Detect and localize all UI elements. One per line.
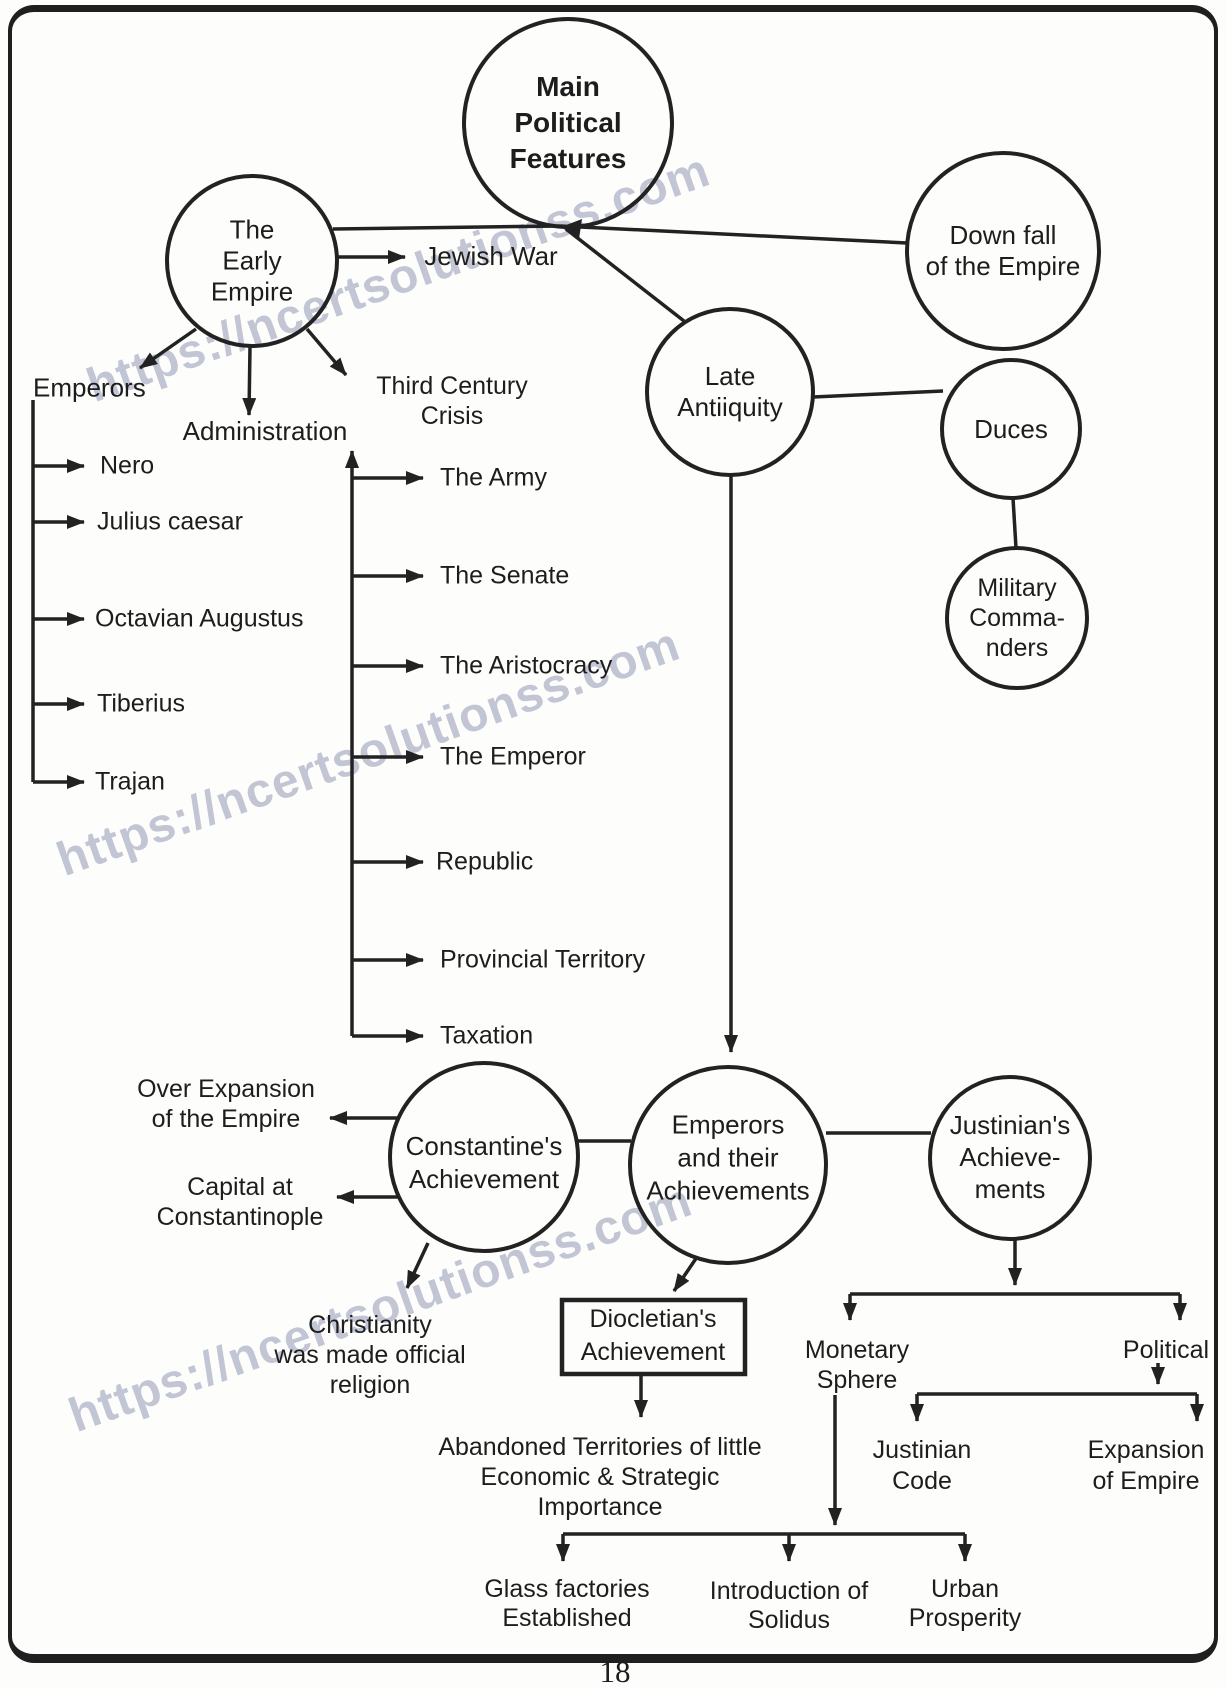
node-constantine: Constantine's Achievement <box>405 1131 563 1194</box>
edge-early-to-main <box>332 224 561 231</box>
early-empire-circle <box>165 174 339 348</box>
list-item-emperor: Julius caesar <box>97 507 243 536</box>
list-item-administration: Republic <box>436 847 534 876</box>
page-border-frame <box>8 5 1218 1663</box>
node-outlines <box>165 17 1101 1377</box>
label-administration: Administration <box>182 416 348 446</box>
label-christianity: Christianity was made official religion <box>274 1311 466 1399</box>
arrow-to-diocletian-box <box>672 1256 699 1292</box>
label-monetary-sphere: Monetary Sphere <box>804 1336 910 1394</box>
military-commanders-circle <box>945 546 1089 690</box>
duces-circle <box>940 358 1082 500</box>
edge-duces-to-military <box>1011 497 1018 549</box>
justinian-circle <box>928 1075 1092 1241</box>
arrow-early-to-administration <box>242 345 257 416</box>
node-emperors-achievements: Emperors and their Achievements <box>646 1109 810 1206</box>
list-item-administration: Taxation <box>440 1021 534 1050</box>
label-glass-factories: Glass factories Established <box>484 1575 650 1632</box>
list-item-administration: The Aristocracy <box>440 651 613 680</box>
diocletian-box <box>559 1297 748 1377</box>
node-duces: Duces <box>974 414 1048 444</box>
node-late-antiquity: Late Antiiquity <box>677 361 783 422</box>
node-main-political-features: Main Political Features <box>509 71 627 174</box>
list-item-emperor: Tiberius <box>97 689 185 718</box>
emperors-achievements-circle <box>628 1065 828 1265</box>
node-downfall: Down fall of the Empire <box>925 220 1081 281</box>
label-emperors-heading: Emperors <box>33 372 146 403</box>
label-over-expansion: Over Expansion of the Empire <box>137 1075 315 1133</box>
list-item-emperor: Octavian Augustus <box>95 604 304 633</box>
label-abandoned: Abandoned Territories of little Economic… <box>438 1433 762 1521</box>
list-item-administration: The Army <box>440 463 547 492</box>
constantine-circle <box>388 1061 580 1253</box>
label-expansion-empire: Expansion of Empire <box>1087 1436 1205 1495</box>
arrowhead-into-main-circle <box>561 219 582 239</box>
edges <box>31 224 1204 1562</box>
list-item-administration: Provincial Territory <box>440 945 646 974</box>
node-justinian: Justinian's Achieve- ments <box>949 1110 1071 1204</box>
arrow-early-to-emperors <box>138 327 198 370</box>
label-capital: Capital at Constantinople <box>156 1173 324 1231</box>
downfall-circle <box>905 151 1101 351</box>
edge-main-to-late-antiquity <box>564 227 686 323</box>
label-urban-prosperity: Urban Prosperity <box>908 1575 1022 1632</box>
node-military-commanders: Military Comma- nders <box>969 574 1065 662</box>
page-number: 18 <box>599 1654 631 1688</box>
label-jewish-war: Jewish War <box>424 241 558 271</box>
node-diocletian: Diocletian's Achievement <box>580 1305 726 1366</box>
edge-main-to-downfall <box>559 224 908 245</box>
list-item-administration: The Emperor <box>440 742 586 771</box>
list-item-administration: The Senate <box>440 561 570 590</box>
label-justinian-code: Justinian Code <box>872 1436 972 1495</box>
arrow-christianity <box>405 1242 430 1289</box>
label-political: Political <box>1122 1336 1210 1364</box>
node-early-empire: The Early Empire <box>210 214 294 307</box>
arrow-early-to-third-century <box>305 327 348 377</box>
label-solidus: Introduction of Solidus <box>709 1577 869 1634</box>
edge-late-to-duces <box>812 389 944 399</box>
label-third-century: Third Century Crisis <box>376 372 528 430</box>
list-item-emperor: Nero <box>100 451 155 480</box>
list-item-emperor: Trajan <box>95 767 165 796</box>
